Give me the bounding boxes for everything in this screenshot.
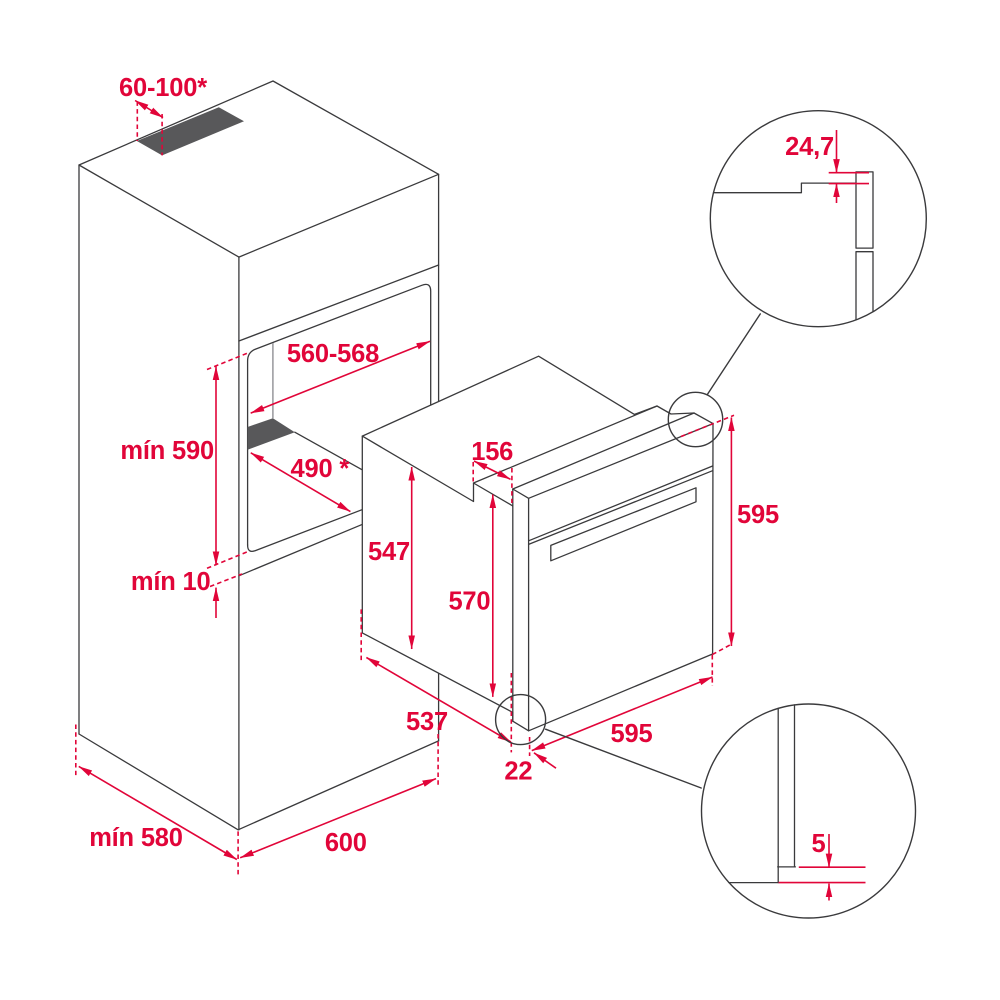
svg-text:60-100*: 60-100* — [119, 74, 207, 102]
svg-text:156: 156 — [471, 438, 513, 466]
svg-text:600: 600 — [325, 829, 367, 857]
svg-text:547: 547 — [368, 538, 410, 566]
svg-text:595: 595 — [611, 720, 653, 748]
svg-text:490 *: 490 * — [291, 455, 350, 483]
svg-text:mín 590: mín 590 — [120, 437, 214, 465]
svg-text:560-568: 560-568 — [287, 340, 379, 368]
svg-text:22: 22 — [504, 758, 532, 786]
svg-text:595: 595 — [737, 501, 779, 529]
svg-text:24,7: 24,7 — [785, 133, 834, 161]
svg-text:570: 570 — [448, 588, 490, 616]
svg-text:mín 580: mín 580 — [89, 824, 183, 852]
svg-text:537: 537 — [406, 708, 448, 736]
svg-text:mín 10: mín 10 — [131, 568, 211, 596]
svg-text:5: 5 — [812, 830, 826, 858]
